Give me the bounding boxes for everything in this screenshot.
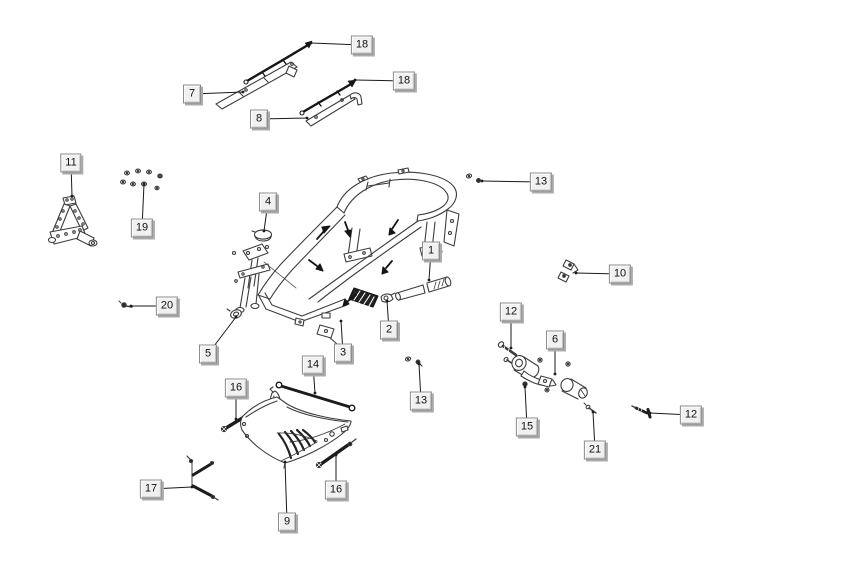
part-callout-17[interactable]: 17 (139, 479, 163, 499)
leader-dot-9 (283, 460, 287, 464)
part-callout-6[interactable]: 6 (546, 330, 564, 350)
leader-dot-12 (648, 411, 652, 415)
leader-line-9 (284, 461, 288, 523)
part-9-pan-art (240, 386, 352, 469)
leader-dot-16 (234, 417, 238, 421)
part-callout-18[interactable]: 18 (392, 71, 416, 91)
part-1-tube-art (395, 276, 452, 301)
part-16b-bolt-art (315, 438, 357, 469)
leader-dot-2 (385, 299, 389, 303)
leader-dot-1 (427, 278, 431, 282)
part-18b-cable-art (299, 79, 357, 116)
part-callout-10[interactable]: 10 (608, 264, 632, 284)
part-11-bracket-art (47, 195, 98, 247)
part-callout-19[interactable]: 19 (130, 218, 154, 238)
part-callout-3[interactable]: 3 (334, 343, 352, 363)
part-callout-9[interactable]: 9 (278, 512, 296, 532)
part-callout-12[interactable]: 12 (499, 302, 523, 322)
part-callout-16[interactable]: 16 (224, 378, 248, 398)
part-17-rods-art (186, 455, 219, 501)
leader-dot-19 (142, 182, 146, 186)
leader-dot-8 (305, 116, 309, 120)
leader-dot-16 (334, 453, 338, 457)
part-callout-13[interactable]: 13 (529, 172, 553, 192)
leader-dot-20 (129, 304, 133, 308)
part-10-bracket-art (557, 259, 579, 283)
leader-dot-18 (309, 41, 313, 45)
part-2-clamp-art (380, 292, 396, 303)
leader-dot-17 (190, 485, 194, 489)
part-callout-11[interactable]: 11 (60, 153, 82, 173)
part-callout-16[interactable]: 16 (324, 480, 348, 500)
leader-dot-11 (70, 194, 74, 198)
part-14-rod-art (275, 381, 356, 412)
part-8-rail-art (305, 92, 363, 127)
direction-arrows-art (308, 219, 399, 307)
part-callout-8[interactable]: 8 (250, 109, 268, 129)
part-callout-5[interactable]: 5 (199, 344, 217, 364)
frame-art (231, 167, 460, 349)
leader-dot-21 (591, 410, 595, 414)
part-callout-18[interactable]: 18 (350, 35, 374, 55)
leader-dot-4 (262, 229, 266, 233)
part-6-link-art (497, 341, 588, 400)
part-4-cap-art (251, 229, 273, 242)
part-callout-20[interactable]: 20 (155, 296, 179, 316)
leader-dot-5 (234, 315, 238, 319)
leader-dot-13 (480, 179, 484, 183)
leader-dot-14 (313, 391, 317, 395)
part-callout-21[interactable]: 21 (583, 440, 607, 460)
part-13a-hardware-art (465, 173, 481, 183)
leader-dot-7 (241, 90, 245, 94)
leader-dot-12 (509, 346, 513, 350)
leader-dot-6 (553, 372, 557, 376)
leader-dot-13 (417, 362, 421, 366)
leader-dot-3 (339, 319, 343, 323)
part-callout-12[interactable]: 12 (679, 405, 703, 425)
part-callout-14[interactable]: 14 (301, 355, 325, 375)
part-callout-13[interactable]: 13 (409, 391, 433, 411)
part-21-screw-art (583, 402, 597, 414)
part-callout-4[interactable]: 4 (259, 192, 277, 212)
part-callout-1[interactable]: 1 (422, 241, 440, 261)
part-5-grommet-art (226, 308, 242, 319)
part-callout-15[interactable]: 15 (515, 417, 539, 437)
leader-dot-18 (353, 78, 357, 82)
leader-dot-10 (574, 271, 578, 275)
part-7-rail-art (215, 61, 298, 110)
footpeg-rubber-art (348, 287, 379, 308)
front-bracket-art (231, 243, 297, 314)
part-callout-7[interactable]: 7 (183, 84, 201, 104)
leader-dot-15 (523, 385, 527, 389)
part-callout-2[interactable]: 2 (380, 320, 398, 340)
